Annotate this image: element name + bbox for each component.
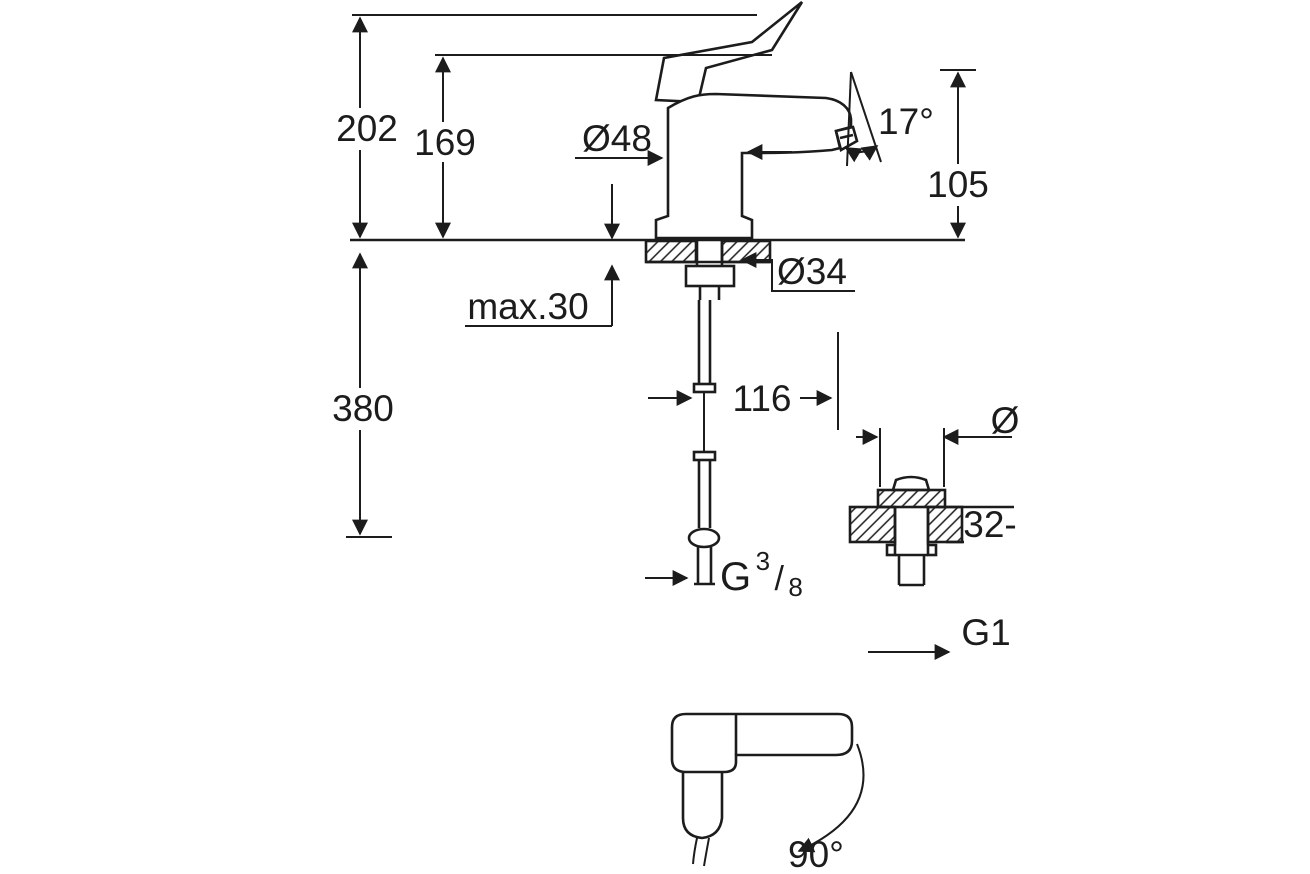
waste-deck-hatch-right <box>926 505 964 544</box>
faucet-outline <box>350 0 1014 867</box>
pop-up-waste <box>848 475 1014 587</box>
dim-max-mounting-thickness: max.30 <box>467 286 588 327</box>
handle-rotation-view <box>670 712 854 867</box>
aerator-tip <box>834 125 859 152</box>
dim-hose-offset: 116 <box>733 378 792 419</box>
dim-shank-diameter: Ø34 <box>777 251 847 292</box>
dim-body-diameter: Ø48 <box>582 118 652 159</box>
supply-thread-numerator: 3 <box>756 546 770 576</box>
supply-thread-prefix: G <box>720 555 751 599</box>
deck-hatch-right <box>720 239 772 264</box>
dim-waste-flange-diameter: Ø <box>991 400 1020 441</box>
dim-overall-height: 202 <box>336 108 398 149</box>
body-below-handle <box>681 772 724 840</box>
mounting-shank <box>684 240 736 300</box>
supply-thread-divider: / <box>775 560 785 598</box>
dim-spout-height: 105 <box>927 164 989 205</box>
handle-top-view <box>670 712 854 774</box>
dimension-labels: 202 169 105 380 Ø48 17° Ø34 max.30 116 Ø… <box>332 101 1019 874</box>
supply-thread-denominator: 8 <box>788 572 802 602</box>
label-handle-rotation-angle: 90° <box>788 834 844 874</box>
label-supply-thread: G 3 / 8 <box>720 546 803 602</box>
lever-handle <box>654 0 804 104</box>
waste-deck-hatch-left <box>848 505 897 544</box>
dim-waste-deck-thickness: 32- <box>963 504 1016 545</box>
supply-hose <box>687 300 721 586</box>
dim-faucet-height: 169 <box>414 122 476 163</box>
dim-spout-angle: 17° <box>878 101 934 142</box>
dim-hose-length: 380 <box>332 388 394 429</box>
waste-flange <box>876 488 947 509</box>
deck-hatch-left <box>644 239 698 264</box>
waste-plug-cap <box>891 475 931 492</box>
aerator-detail <box>839 133 854 140</box>
faucet-body <box>654 92 853 240</box>
label-waste-thread: G1 <box>961 612 1010 653</box>
